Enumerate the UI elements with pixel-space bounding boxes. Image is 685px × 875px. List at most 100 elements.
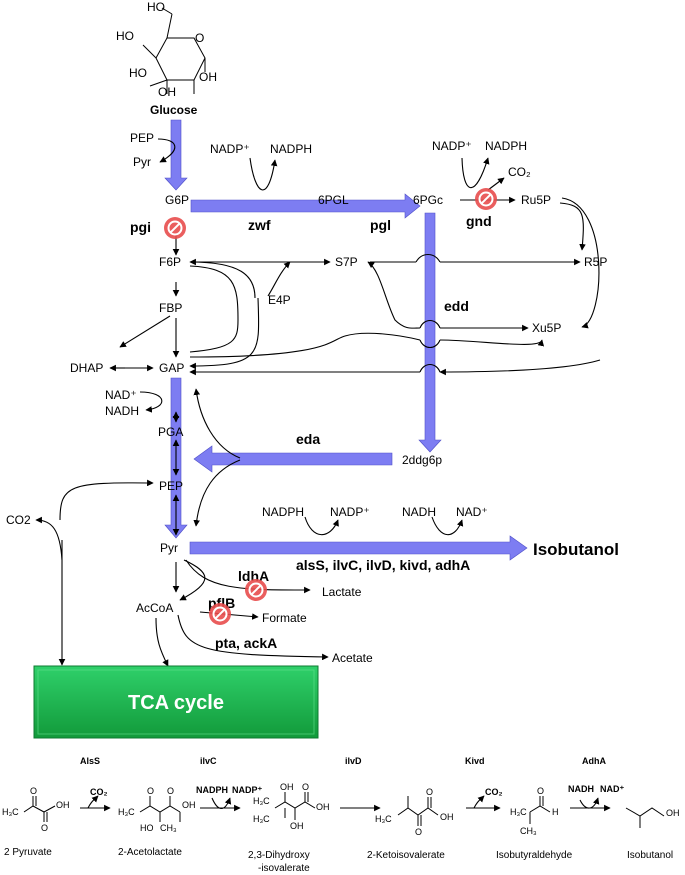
svg-text:OH: OH	[290, 821, 304, 831]
svg-text:CH₃: CH₃	[160, 823, 177, 833]
svg-text:O: O	[537, 786, 544, 796]
svg-text:NAD⁺: NAD⁺	[600, 784, 624, 794]
svg-text:O: O	[167, 786, 174, 796]
svg-text:OH: OH	[666, 808, 680, 818]
flux-kdpg-gap	[193, 445, 393, 473]
enzyme-isobutanol-genes: alsS, ilvC, ilvD, kivd, adhA	[296, 557, 470, 573]
metabolite-labels: PEP Pyr G6P F6P FBP DHAP GAP PGA PEP Pyr…	[6, 131, 619, 665]
metabolite-co2: CO2	[6, 513, 31, 527]
svg-text:H₃C: H₃C	[375, 814, 392, 824]
knockout-icon	[244, 578, 268, 602]
svg-text:H₃C: H₃C	[253, 796, 270, 806]
metabolite-fbp: FBP	[159, 301, 182, 315]
pyruvate-structure: H₃C O O OH	[2, 786, 70, 833]
svg-text:H₃C: H₃C	[253, 814, 270, 824]
svg-text:O: O	[147, 786, 154, 796]
glucose-hydroxyl: HO	[129, 66, 147, 80]
compound-label: 2,3-Dihydroxy	[248, 850, 310, 861]
cofactor-nad: NAD⁺	[105, 388, 137, 402]
tca-cycle-box: TCA cycle	[33, 665, 319, 739]
isobutyraldehyde-structure: H₃C O H CH₃	[510, 786, 559, 836]
metabolite-r5p: R5P	[584, 255, 607, 269]
reaction-arrows	[35, 138, 601, 667]
knockout-icon	[474, 187, 498, 211]
metabolite-g6p: G6P	[165, 193, 189, 207]
cofactor-nadp-gnd: NADP⁺	[432, 139, 472, 153]
metabolite-xu5p: Xu5P	[532, 321, 561, 335]
svg-text:OH: OH	[316, 802, 330, 812]
compound-label: 2-Acetolactate	[118, 847, 182, 858]
compound-label: 2 Pyruvate	[4, 847, 52, 858]
flux-6pgc-kdpg	[418, 212, 442, 453]
enzyme-eda: eda	[296, 431, 320, 447]
cofactor-nadph-gnd: NADPH	[485, 139, 527, 153]
svg-text:H: H	[552, 807, 559, 817]
cofactor-nadp-iso: NADP⁺	[330, 505, 370, 519]
svg-text:CO₂: CO₂	[485, 787, 503, 797]
svg-text:H₃C: H₃C	[118, 807, 135, 817]
metabolite-formate: Formate	[262, 611, 307, 625]
cofactor-nadph-zwf: NADPH	[270, 142, 312, 156]
pathway-enzyme: ilvD	[345, 756, 362, 766]
svg-text:OH: OH	[56, 800, 70, 810]
isobutanol-structure: OH	[625, 807, 680, 828]
flux-arrows	[164, 119, 528, 561]
enzyme-labels: pgi zwf pgl gnd edd eda ldhA pflB pta, a…	[130, 213, 492, 651]
compound-label: -isovalerate	[258, 863, 310, 874]
pathway-enzyme: AlsS	[80, 756, 100, 766]
isobutanol-pathway: AlsS ilvC ilvD Kivd AdhA H₃C O O OH CO₂ …	[2, 756, 680, 874]
metabolite-lactate: Lactate	[322, 585, 362, 599]
svg-text:NADP⁺: NADP⁺	[232, 785, 263, 795]
glucose-label: Glucose	[150, 103, 198, 117]
cofactor-nad-iso: NAD⁺	[456, 505, 488, 519]
metabolite-pyr-top: Pyr	[133, 155, 151, 169]
svg-text:CH₃: CH₃	[520, 826, 537, 836]
metabolite-accoa: AcCoA	[136, 601, 173, 615]
metabolite-pep: PEP	[159, 479, 183, 493]
cofactor-nadh: NADH	[105, 404, 139, 418]
cofactor-nadph-iso: NADPH	[262, 505, 304, 519]
svg-text:O: O	[30, 786, 37, 796]
flux-pyr-isobutanol	[189, 535, 528, 561]
glucose-ring-oxygen: O	[195, 31, 204, 45]
svg-text:NADH: NADH	[568, 784, 594, 794]
metabolite-acetate: Acetate	[332, 651, 373, 665]
svg-text:OH: OH	[280, 782, 294, 792]
metabolite-e4p: E4P	[268, 293, 291, 307]
svg-text:H₃C: H₃C	[2, 807, 19, 817]
svg-text:HO: HO	[140, 823, 154, 833]
pathway-enzyme: AdhA	[582, 756, 606, 766]
acetolactate-structure: H₃C O O OH HO CH₃	[118, 786, 196, 833]
metabolite-6pgc: 6PGc	[413, 193, 443, 207]
enzyme-ldha: ldhA	[238, 568, 269, 584]
enzyme-edd: edd	[444, 298, 469, 314]
enzyme-zwf: zwf	[248, 217, 271, 233]
svg-text:H₃C: H₃C	[510, 807, 527, 817]
glucose-hydroxyl: OH	[158, 85, 176, 99]
svg-text:O: O	[302, 782, 309, 792]
metabolite-gap: GAP	[159, 361, 184, 375]
knockout-icon	[163, 216, 187, 240]
svg-text:OH: OH	[182, 800, 196, 810]
compound-label: 2-Ketoisovalerate	[367, 850, 445, 861]
svg-text:O: O	[426, 787, 433, 797]
pathway-enzyme: ilvC	[200, 756, 217, 766]
glucose-hydroxyl: HO	[147, 0, 165, 14]
svg-text:CO₂: CO₂	[90, 787, 108, 797]
metabolite-isobutanol: Isobutanol	[533, 540, 619, 559]
cofactor-nadh-iso: NADH	[402, 505, 436, 519]
glucose-hydroxyl: OH	[199, 70, 217, 84]
metabolite-2ddg6p: 2ddg6p	[402, 453, 442, 467]
enzyme-pgi: pgi	[130, 219, 151, 235]
metabolite-pyr: Pyr	[160, 541, 178, 555]
enzyme-gnd: gnd	[466, 213, 492, 229]
cofactor-labels: NADP⁺ NADPH NADP⁺ NADPH CO₂ NAD⁺ NADH NA…	[105, 139, 531, 519]
cofactor-co2-gnd: CO₂	[508, 165, 531, 179]
metabolite-s7p: S7P	[335, 255, 358, 269]
metabolite-6pgl: 6PGL	[318, 193, 349, 207]
metabolite-dhap: DHAP	[70, 361, 103, 375]
svg-text:OH: OH	[440, 812, 454, 822]
ketoisovalerate-structure: H₃C O O OH	[375, 787, 454, 837]
metabolite-pep-top: PEP	[130, 131, 154, 145]
